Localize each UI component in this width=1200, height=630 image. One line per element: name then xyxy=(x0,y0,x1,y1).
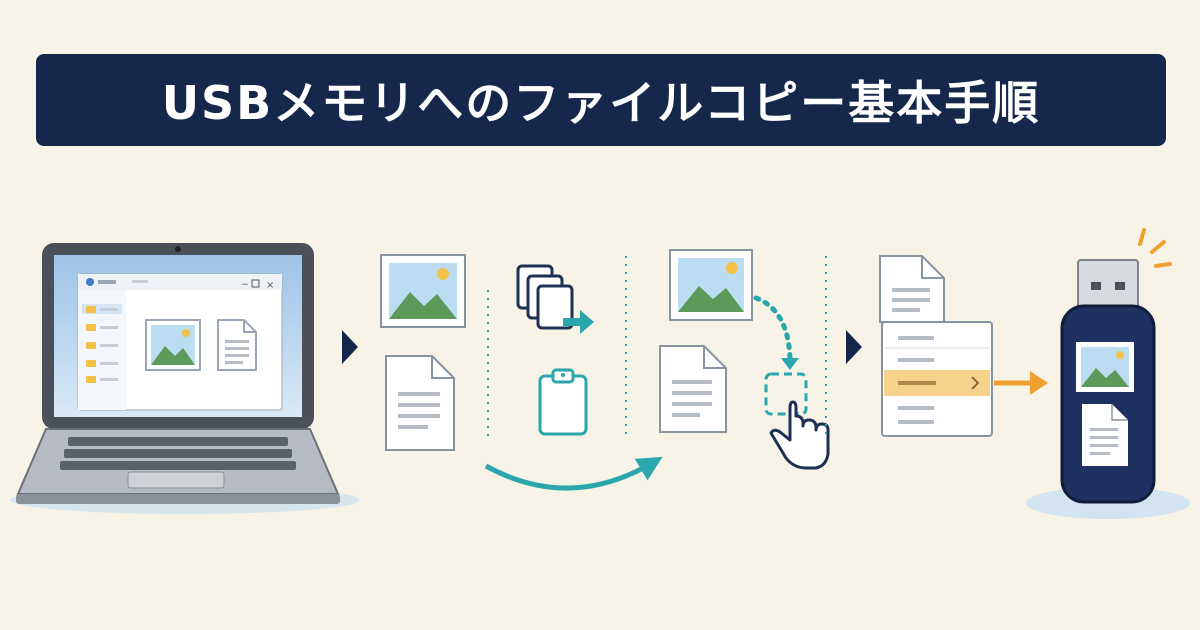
dotted-drag-arrow xyxy=(753,295,793,361)
svg-text:×: × xyxy=(266,280,274,291)
usb-drive-icon xyxy=(1026,228,1190,519)
title-banner: USBメモリへのファイルコピー基本手順 xyxy=(36,54,1166,146)
orange-arrow xyxy=(994,371,1048,395)
sparkle-lines xyxy=(1138,228,1172,268)
image-file-icon xyxy=(669,249,753,321)
clipboard-icon xyxy=(538,368,588,436)
chevron-right-icon xyxy=(846,330,862,364)
document-file-icon xyxy=(659,345,727,433)
image-file-thumbnail xyxy=(145,319,201,371)
touchpad xyxy=(127,471,225,489)
file-explorer-window: − × xyxy=(77,273,283,411)
page-title: USBメモリへのファイルコピー基本手順 xyxy=(161,76,1041,130)
keyboard xyxy=(60,437,296,470)
paste-target-box xyxy=(764,372,808,416)
hand-cursor-icon xyxy=(769,400,830,470)
image-file-icon xyxy=(380,254,466,328)
image-file-icon xyxy=(1076,342,1134,392)
laptop-icon: − × xyxy=(10,243,360,514)
arrowhead xyxy=(781,358,799,370)
chevron-right-icon xyxy=(342,330,358,364)
svg-text:−: − xyxy=(241,280,249,290)
copy-icon xyxy=(516,264,594,334)
document-file-thumbnail xyxy=(217,319,257,371)
document-file-icon xyxy=(879,255,945,323)
context-menu xyxy=(881,321,993,437)
curved-arrow xyxy=(484,456,663,491)
document-file-icon xyxy=(385,355,455,451)
document-file-icon xyxy=(1082,404,1128,466)
